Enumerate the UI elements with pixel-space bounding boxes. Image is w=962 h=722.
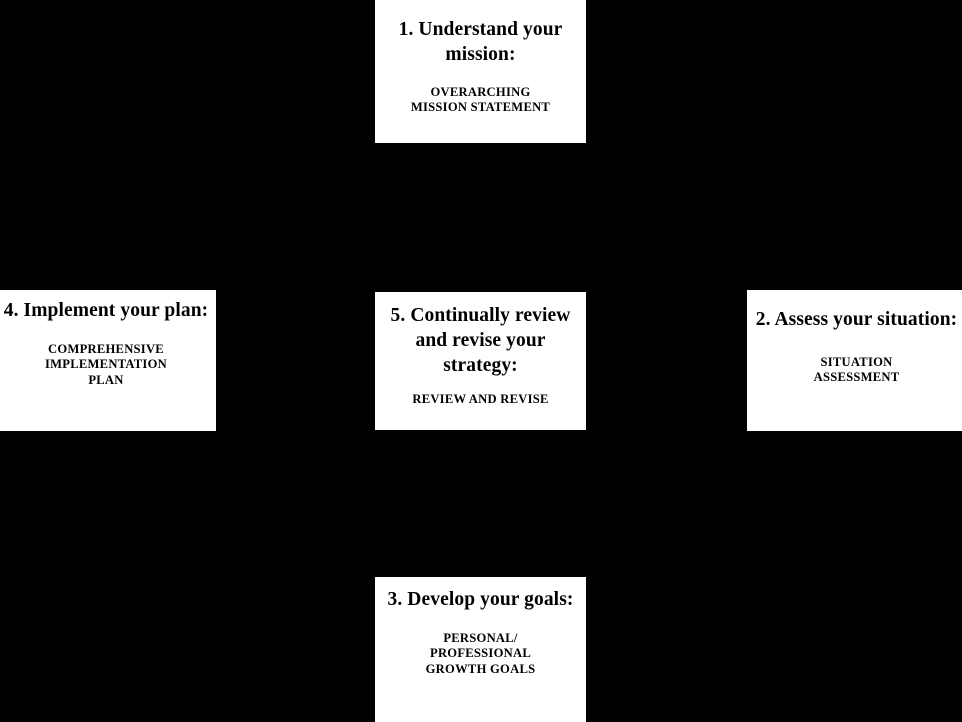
- diagram-node-develop-your-goals[interactable]: 3. Develop your goals: PERSONAL/ PROFESS…: [373, 575, 588, 722]
- node-subtitle-understand-your-mission: OVERARCHING MISSION STATEMENT: [410, 84, 551, 115]
- node-title-implement-your-plan: 4. Implement your plan:: [3, 300, 209, 321]
- node-subtitle-assess-your-situation: SITUATION ASSESSMENT: [813, 354, 900, 385]
- node-subtitle-develop-your-goals: PERSONAL/ PROFESSIONAL GROWTH GOALS: [425, 630, 536, 677]
- node-title-develop-your-goals: 3. Develop your goals:: [387, 589, 574, 610]
- node-title-understand-your-mission: 1. Understand your mission:: [398, 19, 563, 65]
- diagram-node-continually-review-and-revise[interactable]: 5. Continually review and revise your st…: [373, 290, 588, 432]
- node-title-continually-review-and-revise: 5. Continually review and revise your st…: [390, 305, 571, 376]
- diagram-node-understand-your-mission[interactable]: 1. Understand your mission: OVERARCHING …: [373, 0, 588, 145]
- node-title-assess-your-situation: 2. Assess your situation:: [755, 309, 958, 330]
- node-subtitle-implement-your-plan: COMPREHENSIVE IMPLEMENTATION PLAN: [45, 341, 167, 388]
- diagram-node-implement-your-plan[interactable]: 4. Implement your plan: COMPREHENSIVE IM…: [0, 288, 218, 433]
- diagram-node-assess-your-situation[interactable]: 2. Assess your situation: SITUATION ASSE…: [745, 288, 962, 433]
- node-subtitle-continually-review-and-revise: REVIEW AND REVISE: [412, 392, 549, 407]
